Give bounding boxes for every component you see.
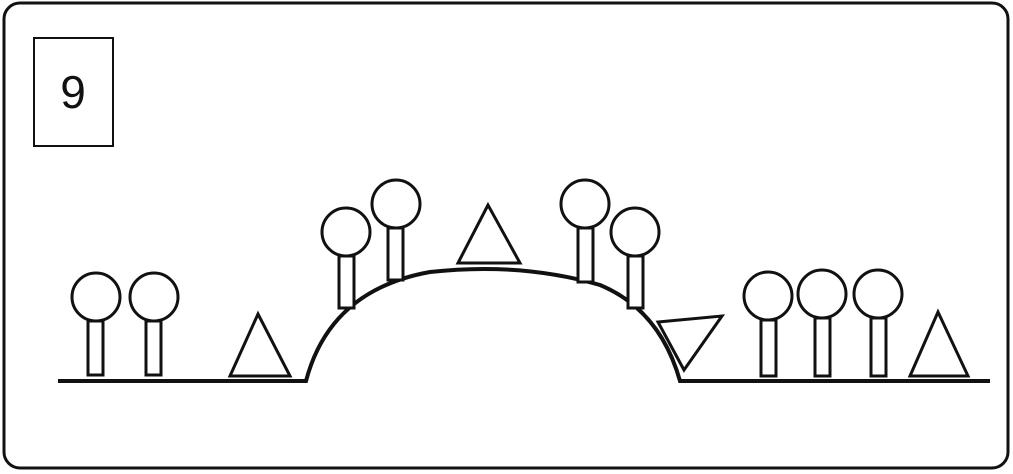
circle-stick-figure (854, 270, 902, 376)
inverted-triangle-figure (658, 316, 722, 370)
circle-stick-figure (561, 180, 609, 282)
circle-stick-figure (798, 270, 846, 376)
circle-stick-figure (72, 273, 120, 375)
circle-stick-figure (130, 273, 178, 375)
panel-number: 9 (60, 66, 86, 118)
panel-number-box: 9 (34, 38, 113, 146)
triangle-figure (458, 205, 520, 263)
circle-stick-figure (744, 272, 792, 376)
circle-stick-figure (372, 180, 420, 280)
triangle-figure (910, 312, 968, 376)
triangle-figure (230, 314, 290, 376)
ground-line (58, 269, 990, 381)
circle-stick-figure (322, 208, 370, 308)
